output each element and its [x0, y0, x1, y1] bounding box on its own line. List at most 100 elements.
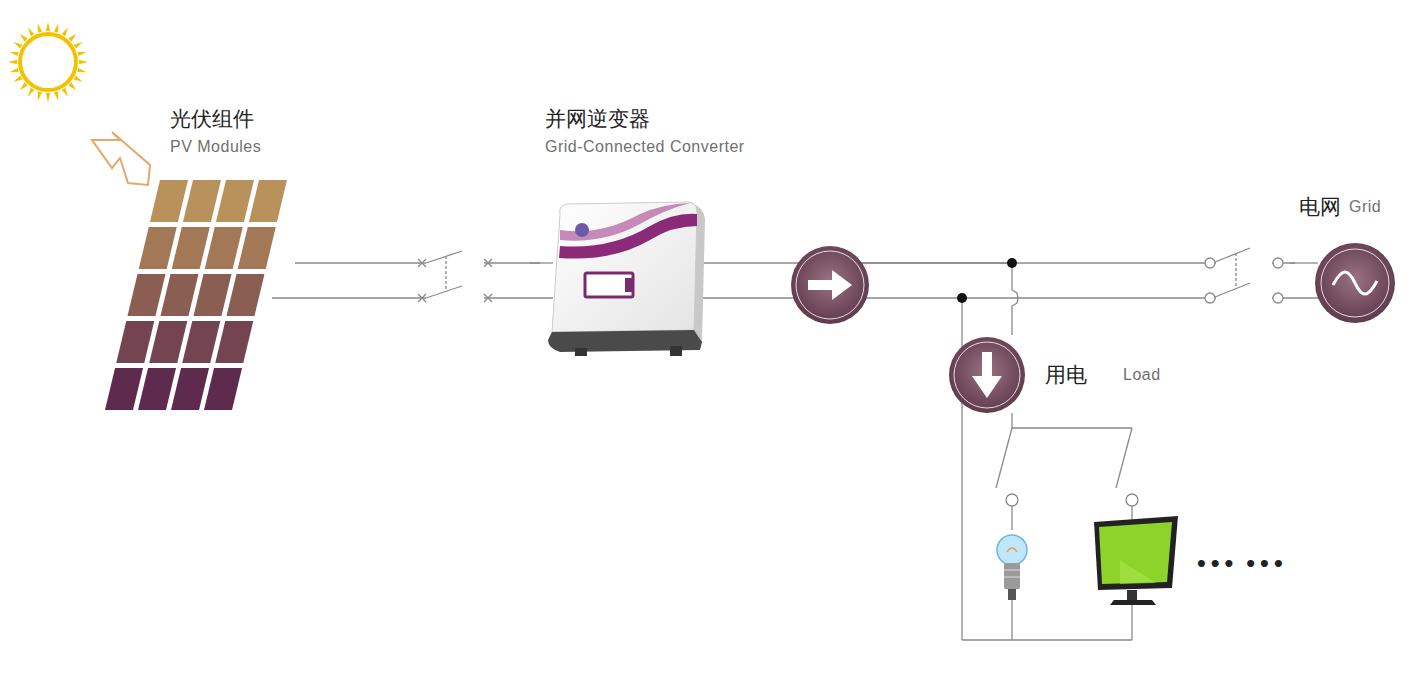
load-disc [949, 337, 1025, 413]
sun-ray [13, 42, 22, 48]
grid-disc [1315, 243, 1395, 323]
solar-cell [160, 274, 198, 316]
sunlight-arrow [92, 132, 150, 185]
solar-cell [105, 368, 143, 410]
sun-ray [74, 76, 83, 82]
sun-ray [77, 68, 86, 72]
solar-cell [138, 368, 176, 410]
junction-dot [957, 293, 967, 303]
sun-ray [54, 23, 58, 32]
solar-cell [172, 227, 210, 269]
load-arrow [972, 352, 1002, 398]
flow-arrow [808, 270, 852, 300]
sun-ray [68, 82, 76, 90]
monitor-neck [1127, 590, 1137, 600]
dc-breaker [418, 250, 492, 306]
pv-module-node: 光伏组件 PV Modules [100, 105, 295, 415]
sun-ray [28, 88, 34, 97]
breaker-blade [1215, 283, 1250, 297]
breaker-terminal [1205, 293, 1215, 303]
flow-ring [796, 251, 864, 319]
load-wire [1011, 600, 1012, 640]
solar-cell [182, 321, 220, 363]
load-wire [1012, 427, 1132, 428]
breaker-blade [426, 286, 462, 298]
solar-cell [116, 321, 154, 363]
node-subheading: PV Modules [170, 138, 261, 156]
bulb-base [1004, 563, 1020, 589]
ellipsis-label: ••• ••• [1195, 552, 1286, 576]
inverter-body [552, 202, 697, 332]
sun-ray [54, 91, 58, 100]
solar-cell [226, 274, 264, 316]
node-heading: 光伏组件 [170, 105, 254, 133]
load-wire [1131, 604, 1132, 640]
load-wire [962, 639, 1132, 640]
solar-cell [171, 368, 209, 410]
sun-ray [9, 68, 18, 72]
sun-ray [13, 76, 22, 82]
ac-breaker [1205, 248, 1283, 306]
solar-cell [249, 180, 287, 222]
solar-cell [150, 180, 188, 222]
breaker-contact [418, 259, 426, 302]
inverter-buttons [625, 278, 633, 292]
bulb-glass [997, 535, 1027, 565]
node-heading: 并网逆变器 [545, 105, 650, 133]
breaker-terminal [1205, 258, 1215, 268]
sun-ray [20, 82, 28, 90]
solar-cell [216, 180, 254, 222]
switch-terminal [1126, 494, 1138, 506]
solar-cell [193, 274, 231, 316]
sun-ray [38, 23, 42, 32]
ac-sine-symbol [1333, 272, 1377, 294]
load-wire [1131, 506, 1132, 520]
breaker-link [1235, 253, 1236, 289]
wires [272, 263, 1318, 640]
dc-wire [272, 297, 553, 298]
grid-ring [1321, 249, 1389, 317]
sun-ray [20, 34, 28, 42]
monitor-glare [1120, 560, 1156, 584]
load-wire [1011, 506, 1012, 530]
bulb-thread [1004, 570, 1020, 571]
flow-disc [791, 246, 869, 324]
node-heading: 用电 [1045, 361, 1087, 389]
monitor-frame [1094, 516, 1178, 590]
load-wire [1011, 413, 1012, 428]
sun-ray [68, 34, 76, 42]
sun-ray [79, 60, 88, 64]
sun-ray [9, 52, 18, 56]
lamp-icon [997, 535, 1027, 600]
solar-cell [139, 227, 177, 269]
breaker-blade [426, 251, 462, 263]
sun-ray [46, 22, 50, 31]
sun-ray [62, 88, 68, 97]
switch-blade [996, 428, 1012, 488]
sun-ray [74, 42, 83, 48]
solar-cell [127, 274, 165, 316]
switch-blade [1116, 428, 1132, 488]
load-ring [954, 342, 1020, 408]
breaker-link [445, 256, 446, 292]
power-flow-symbol [791, 246, 869, 324]
switch-terminal [1006, 494, 1018, 506]
inverter-foot [575, 348, 587, 356]
solar-cell [215, 321, 253, 363]
grid-node: 电网Grid [1295, 188, 1417, 328]
sun-ray [28, 27, 34, 36]
sun-ray [46, 93, 50, 102]
bulb-filament [1007, 548, 1017, 552]
breaker-terminal [1273, 293, 1283, 303]
inverter-display [585, 273, 633, 297]
inverter-foot [670, 346, 682, 356]
monitor-stand [1110, 600, 1156, 605]
breaker-terminal [1273, 258, 1283, 268]
breaker-contact [484, 259, 492, 302]
inverter-node: 并网逆变器Grid-Connected Converter [540, 105, 830, 360]
solar-cell [205, 227, 243, 269]
breaker-gap [1216, 248, 1272, 306]
solar-cell [149, 321, 187, 363]
sun-icon [8, 22, 88, 102]
